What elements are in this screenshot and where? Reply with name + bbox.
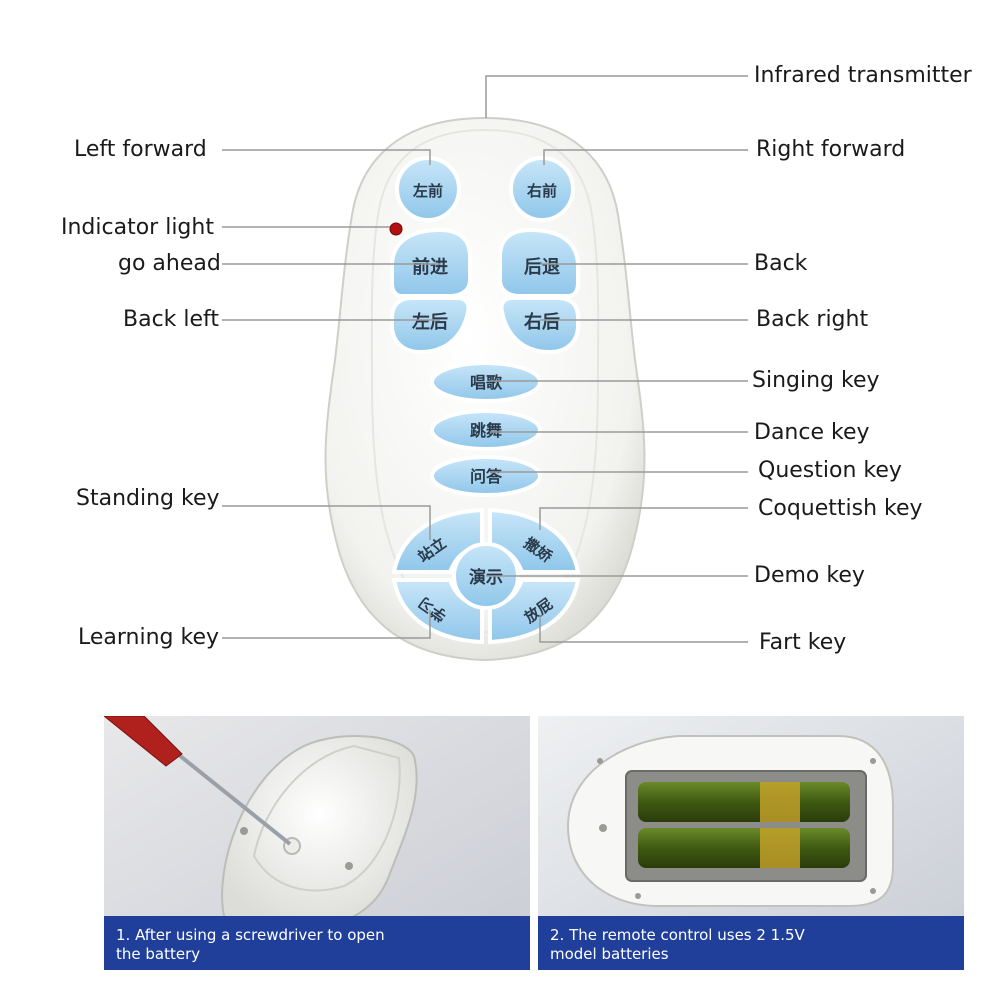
- key-question-label: 问答: [470, 467, 503, 486]
- remote-illustration: 左前 右前 前进 后退 左后 右后 唱歌: [222, 75, 748, 662]
- label-question-key: Question key: [758, 458, 902, 483]
- label-learning-key: Learning key: [78, 625, 220, 650]
- caption-left: 1. After using a screwdriver to open the…: [104, 916, 530, 970]
- photo-batteries: 2. The remote control uses 2 1.5V model …: [538, 716, 964, 970]
- caption-left-line1: 1. After using a screwdriver to open: [116, 926, 385, 944]
- key-dance-label: 跳舞: [470, 421, 502, 440]
- caption-right-line1: 2. The remote control uses 2 1.5V: [550, 926, 805, 944]
- battery-1: [638, 782, 850, 822]
- caption-left-line2: the battery: [116, 945, 201, 963]
- label-back-left: Back left: [123, 307, 220, 332]
- key-right-forward-label: 右前: [527, 182, 557, 200]
- screwdriver-handle: [104, 716, 183, 767]
- label-right-forward: Right forward: [756, 137, 906, 162]
- caption-right: 2. The remote control uses 2 1.5V model …: [538, 916, 964, 970]
- key-back-right[interactable]: 右后: [499, 296, 580, 355]
- label-left-forward: Left forward: [74, 137, 207, 162]
- key-back-left-label: 左后: [412, 311, 448, 333]
- label-back-right: Back right: [756, 307, 869, 332]
- label-standing-key: Standing key: [76, 486, 220, 511]
- key-back[interactable]: 后退: [498, 227, 580, 298]
- label-go-ahead: go ahead: [118, 251, 221, 276]
- key-forward-label: 前进: [412, 256, 448, 278]
- key-sing-label: 唱歌: [470, 373, 503, 392]
- label-coquettish-key: Coquettish key: [758, 496, 923, 521]
- label-back: Back: [754, 251, 808, 276]
- key-sing[interactable]: 唱歌: [430, 361, 542, 403]
- label-indicator-light: Indicator light: [61, 215, 214, 240]
- leader-lines: [222, 75, 748, 643]
- photo-opening-battery: 1. After using a screwdriver to open the…: [104, 716, 530, 970]
- caption-right-line2: model batteries: [550, 945, 669, 963]
- key-right-forward[interactable]: 右前: [509, 156, 575, 222]
- key-left-forward-label: 左前: [412, 182, 443, 200]
- label-demo-key: Demo key: [754, 563, 865, 588]
- indicator-light: [389, 222, 403, 236]
- key-back-left[interactable]: 左后: [390, 296, 471, 355]
- key-forward[interactable]: 前进: [390, 227, 472, 298]
- screwdriver-shaft: [172, 749, 292, 846]
- label-fart-key: Fart key: [759, 630, 847, 655]
- key-back-label: 后退: [524, 257, 560, 278]
- key-demo-label: 演示: [469, 567, 503, 588]
- battery-2: [638, 828, 850, 868]
- key-dance[interactable]: 跳舞: [430, 409, 542, 451]
- key-fart[interactable]: 放屁: [488, 578, 581, 645]
- label-infrared-transmitter: Infrared transmitter: [754, 63, 972, 88]
- key-back-right-label: 右后: [524, 311, 560, 333]
- key-question[interactable]: 问答: [430, 455, 542, 497]
- label-singing-key: Singing key: [752, 368, 880, 393]
- key-left-forward[interactable]: 左前: [395, 156, 461, 222]
- label-dance-key: Dance key: [754, 420, 870, 445]
